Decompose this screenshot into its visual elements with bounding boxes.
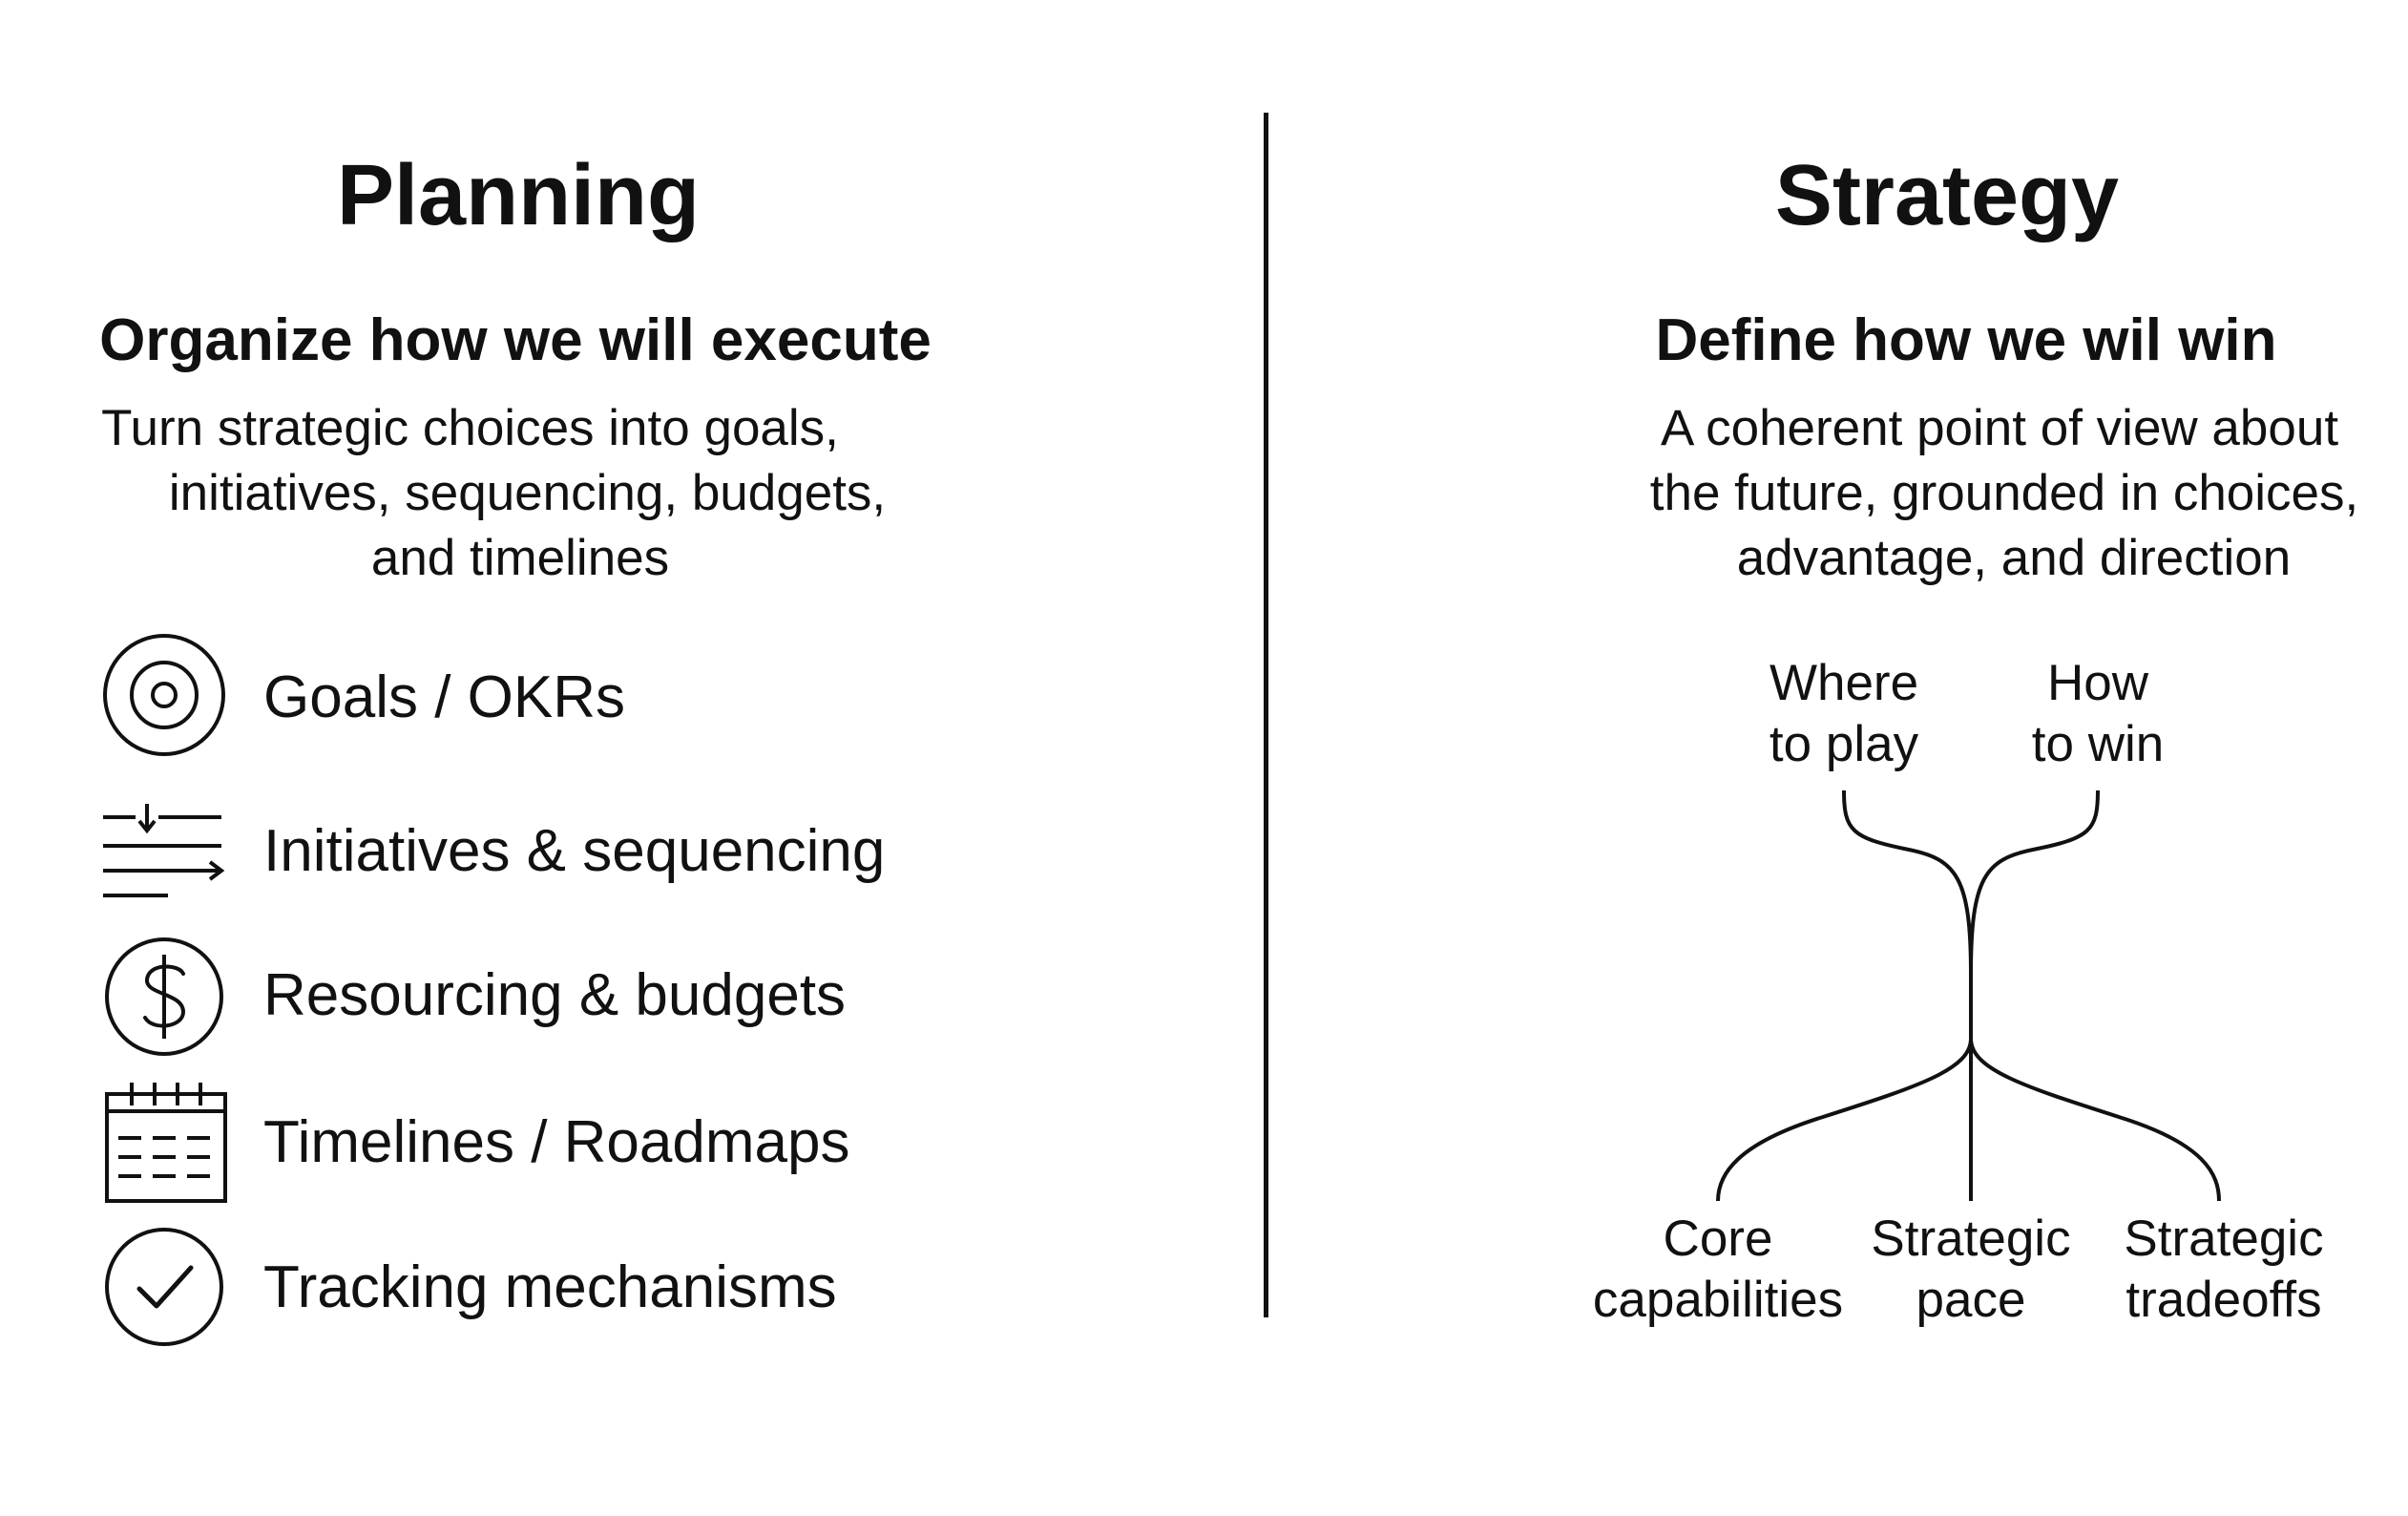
column-divider xyxy=(1264,113,1268,1317)
strategy-tree-connectors xyxy=(1716,790,2221,1202)
planning-item-label: Initiatives & sequencing xyxy=(263,818,886,884)
planning-item-goals xyxy=(99,630,229,765)
tree-node-line: to win xyxy=(2031,716,2165,772)
tree-node-line: pace xyxy=(1916,1272,2026,1328)
planning-description: Turn strategic choices into goals, initi… xyxy=(38,396,993,591)
strategy-description-line: A coherent point of view about xyxy=(1660,400,2339,456)
tree-node-line: Where xyxy=(1769,655,1919,711)
tree-node-line: Core xyxy=(1663,1211,1773,1267)
tree-node-how-to-win: How to win xyxy=(1964,653,2231,775)
strategy-description: A coherent point of view about the futur… xyxy=(1527,396,2408,591)
dollar-icon xyxy=(105,937,223,1056)
planning-item-label: Timelines / Roadmaps xyxy=(263,1109,850,1175)
connector-where-to-play xyxy=(1842,790,1973,975)
planning-item-initiatives xyxy=(99,789,229,923)
planning-item-label: Resourcing & budgets xyxy=(263,962,847,1028)
sequencing-arrows-icon xyxy=(103,804,225,897)
strategy-description-line: advantage, and direction xyxy=(1736,530,2292,586)
planning-item-label: Tracking mechanisms xyxy=(263,1254,837,1320)
tree-node-line: Strategic xyxy=(1871,1211,2071,1267)
planning-item-resourcing xyxy=(99,932,229,1066)
tree-node-strategic-tradeoffs: Strategic tradeoffs xyxy=(2081,1209,2367,1331)
planning-item-label: Goals / OKRs xyxy=(263,664,625,730)
connector-strategic-tradeoffs xyxy=(1969,1038,2221,1202)
connector-core-capabilities xyxy=(1716,1038,1973,1202)
planning-description-line: Turn strategic choices into goals, xyxy=(101,400,839,456)
checkmark-icon xyxy=(105,1228,223,1346)
tree-node-line: tradeoffs xyxy=(2125,1272,2322,1328)
planning-description-line: and timelines xyxy=(370,530,670,586)
tree-node-line: capabilities xyxy=(1592,1272,1844,1328)
tree-node-line: Strategic xyxy=(2124,1211,2324,1267)
strategy-subtitle: Define how we wil win xyxy=(1655,307,2277,373)
planning-item-timelines xyxy=(99,1079,229,1213)
tree-node-core-capabilities: Core capabilities xyxy=(1565,1209,1871,1331)
target-icon xyxy=(103,634,225,756)
planning-description-line: initiatives, sequencing, budgets, xyxy=(168,465,887,521)
strategy-title: Strategy xyxy=(1774,148,2120,243)
strategy-description-line: the future, grounded in choices, xyxy=(1649,465,2359,521)
planning-subtitle: Organize how we will execute xyxy=(99,307,932,373)
planning-item-tracking xyxy=(99,1222,229,1357)
tree-node-line: How xyxy=(2046,655,2149,711)
connector-how-to-win xyxy=(1969,790,2100,975)
tree-node-strategic-pace: Strategic pace xyxy=(1837,1209,2104,1331)
tree-node-line: to play xyxy=(1769,716,1919,772)
tree-node-where-to-play: Where to play xyxy=(1710,653,1978,775)
planning-title: Planning xyxy=(337,148,700,243)
calendar-icon xyxy=(105,1083,227,1203)
